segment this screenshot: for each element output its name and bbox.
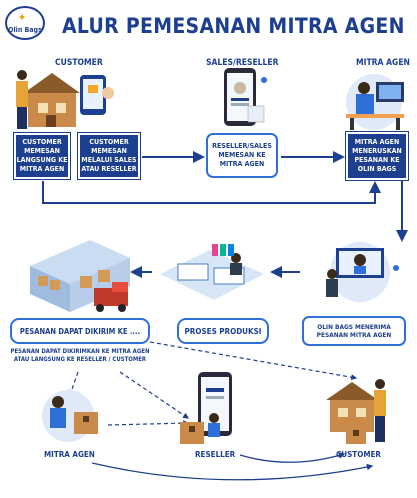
- page-title: ALUR PEMESANAN MITRA AGEN: [62, 14, 405, 38]
- brand-name: Olin Bags: [8, 26, 42, 34]
- production-illustration: [160, 244, 264, 300]
- bottom-label-customer: CUSTOMER: [336, 450, 381, 459]
- man-head-icon: [52, 396, 64, 408]
- arrow-customer-direct-to-mitra: [42, 181, 381, 204]
- box-reseller-order: RESELLER/SALES MEMESAN KE MITRA AGEN: [206, 133, 278, 178]
- customer-illustration: [16, 70, 114, 129]
- package-box-icon: [74, 412, 98, 434]
- woman-head-icon: [17, 70, 27, 80]
- mitra-agen-illustration: [346, 74, 404, 130]
- woman-head-icon: [375, 379, 385, 389]
- column-label-customer: CUSTOMER: [55, 58, 103, 68]
- box-olin-receive: OLIN BAGS MENERIMA PESANAN MITRA AGEN: [302, 316, 406, 346]
- warehouse-illustration: [30, 240, 130, 312]
- brand-logo: ✦ Olin Bags: [5, 6, 45, 40]
- box-customer-via-sales: CUSTOMER MEMESAN MELALUI SALES ATAU RESE…: [78, 133, 140, 179]
- column-label-mitra-agen: MITRA AGEN: [356, 58, 410, 68]
- bottom-label-reseller: RESELLER: [195, 450, 236, 459]
- customer-bottom-illustration: [326, 379, 386, 444]
- olin-receive-illustration: [326, 242, 399, 302]
- bottom-label-mitra-agen: MITRA AGEN: [44, 450, 95, 459]
- box-production: PROSES PRODUKSI: [177, 318, 269, 344]
- curve-reseller-to-customer: [239, 452, 346, 463]
- dashed-mitra-to-reseller: [107, 420, 190, 427]
- reseller-phone-illustration: [224, 68, 267, 126]
- package-box-icon: [180, 422, 204, 444]
- box-customer-direct: CUSTOMER MEMESAN LANGSUNG KE MITRA AGEN: [14, 133, 70, 179]
- delivery-truck-icon: [94, 288, 128, 306]
- curve-mitra-to-customer: [91, 462, 374, 481]
- thread-spool-icon: [212, 244, 218, 256]
- box-stack-icon: [38, 276, 48, 286]
- box-shipping: PESANAN DAPAT DIKIRIM KE ....: [10, 318, 150, 344]
- sewing-machine-icon: [177, 263, 209, 281]
- box-mitra-forward: MITRA AGEN MENERUSKAN PESANAN KE OLIN BA…: [346, 132, 408, 180]
- column-label-sales-reseller: SALES/RESELLER: [206, 58, 279, 68]
- agent-head-icon: [327, 269, 337, 279]
- shipping-note: PESANAN DAPAT DIKIRIMKAN KE MITRA AGEN A…: [10, 348, 150, 364]
- reseller-bottom-illustration: [180, 372, 232, 444]
- logo-mark-icon: ✦: [18, 11, 27, 24]
- mitra-agen-bottom-illustration: [42, 390, 98, 442]
- man-head-icon: [358, 82, 370, 94]
